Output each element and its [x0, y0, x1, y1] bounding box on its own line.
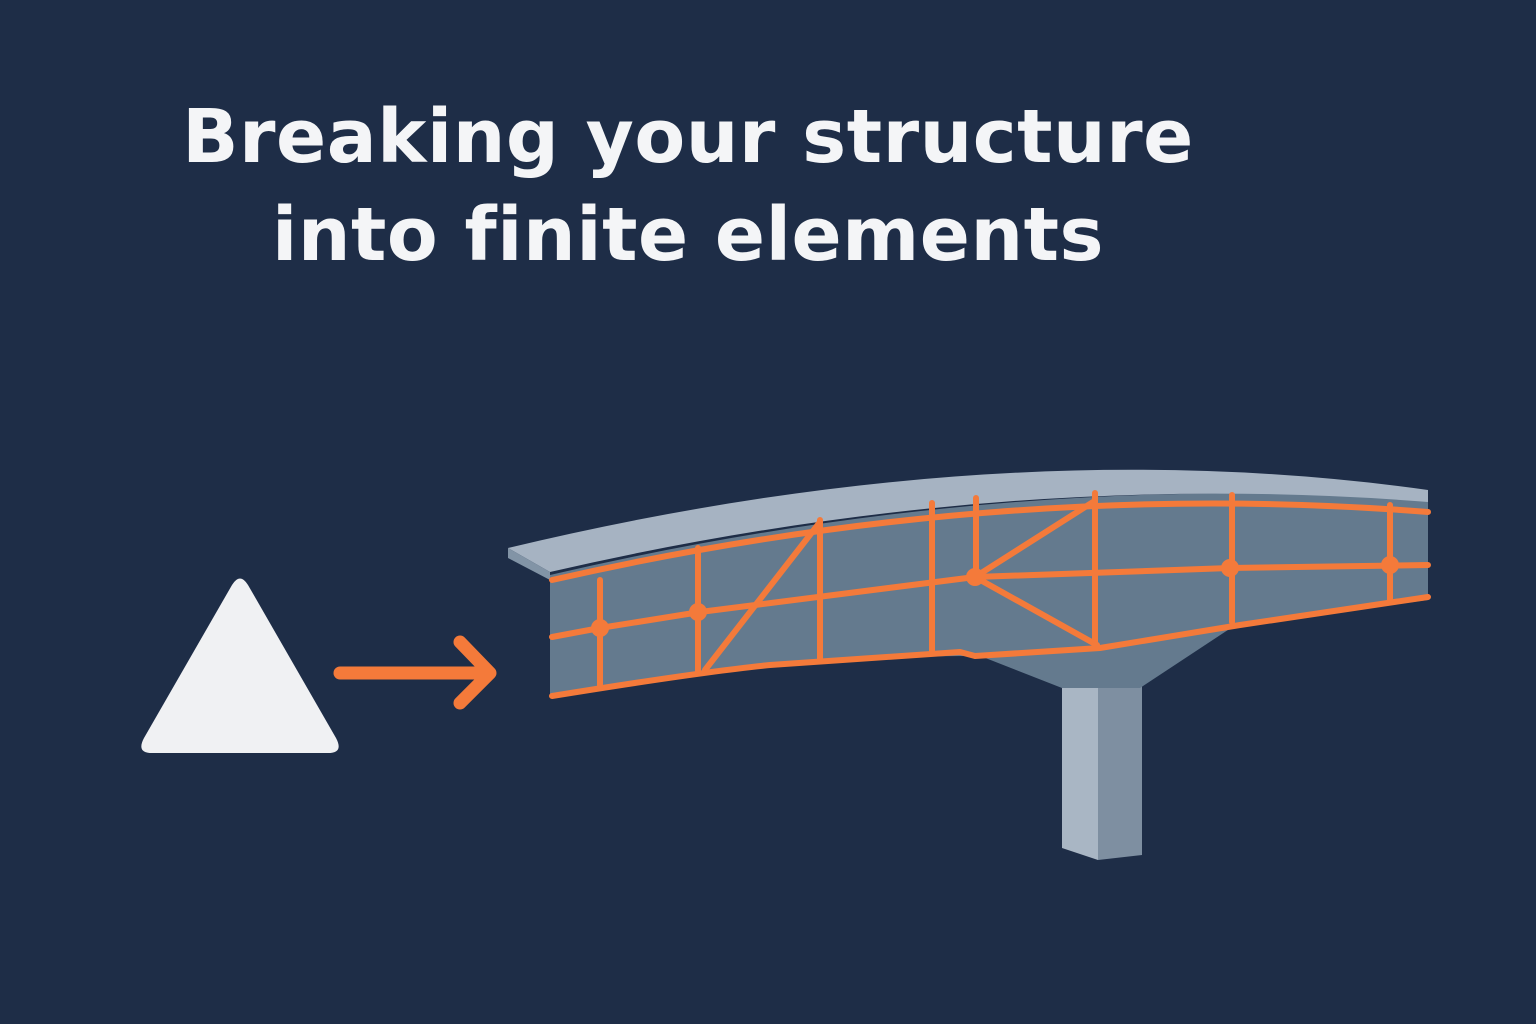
- headline-line-1: Breaking your structure: [182, 94, 1194, 180]
- beam-web: [550, 493, 1428, 698]
- column-front-face: [1062, 680, 1098, 860]
- headline-line-2: into finite elements: [271, 192, 1105, 278]
- beam-flange-top: [508, 469, 1428, 572]
- beam-flange-edge: [508, 548, 550, 580]
- headline: Breaking your structure into finite elem…: [0, 88, 1376, 284]
- arrow-right-icon: [333, 635, 497, 710]
- meshed-beam-column-icon: [508, 469, 1431, 860]
- column-side-face: [1098, 682, 1142, 860]
- triangle-element-icon: [141, 578, 339, 753]
- mesh-nodes: [591, 556, 1399, 637]
